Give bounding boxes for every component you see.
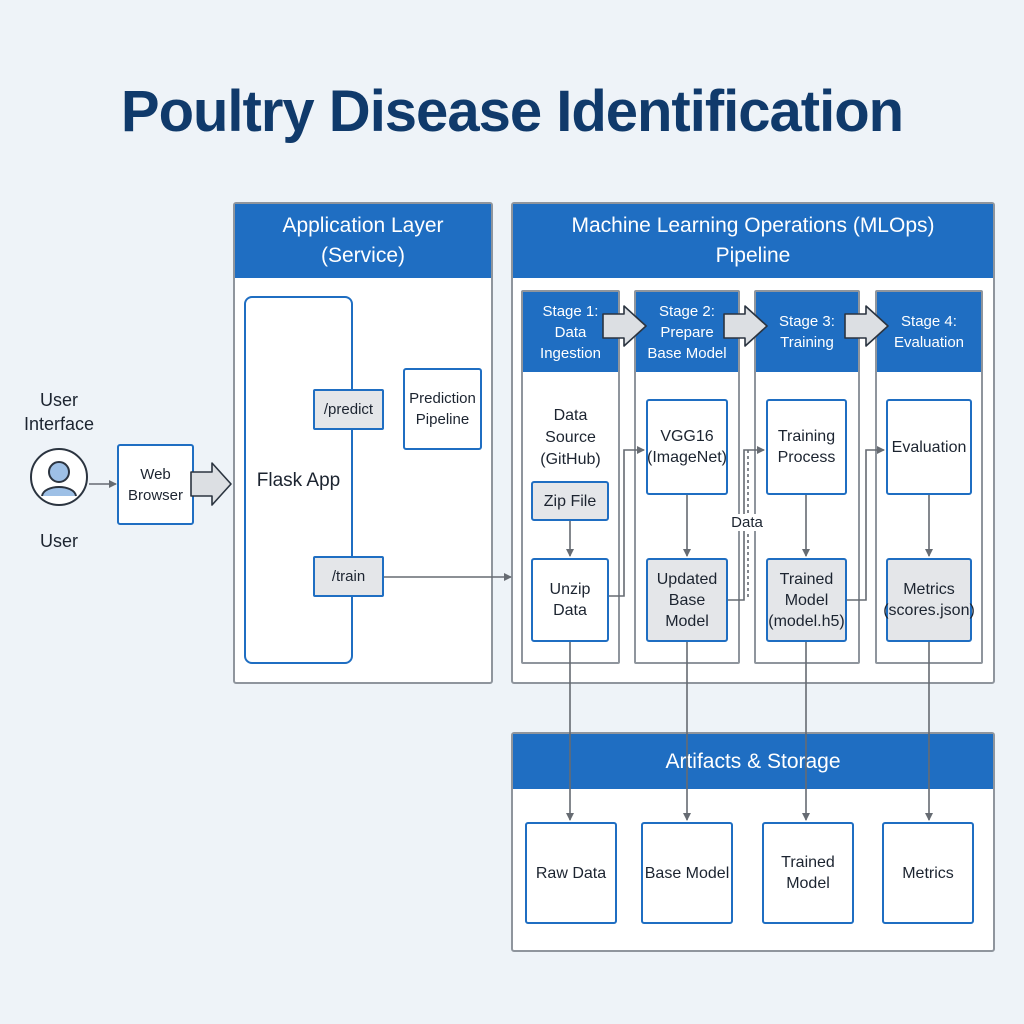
stage-4-header: Stage 4: Evaluation: [877, 292, 981, 372]
stage2-to-stage3-block-arrow: [723, 305, 768, 347]
flask-app-box[interactable]: Flask App: [244, 296, 353, 664]
stage3-to-stage4-block-arrow: [844, 305, 889, 347]
vgg16-box[interactable]: VGG16 (ImageNet): [646, 399, 728, 495]
evaluation-box[interactable]: Evaluation: [886, 399, 972, 495]
train-route[interactable]: /train: [313, 556, 384, 597]
user-label: User: [39, 531, 78, 551]
predict-route[interactable]: /predict: [313, 389, 384, 430]
stage-1-header: Stage 1: Data Ingestion: [523, 292, 618, 372]
unzip-data-box[interactable]: Unzip Data: [531, 558, 609, 642]
unzip-to-vgg-wire: [609, 446, 645, 597]
artifact-trained-model[interactable]: Trained Model: [762, 822, 854, 924]
trained-model-box[interactable]: Trained Model (model.h5): [766, 558, 847, 642]
prediction-pipeline-box[interactable]: Prediction Pipeline: [403, 368, 482, 450]
training-process-box[interactable]: Training Process: [766, 399, 847, 495]
stage1-to-stage2-block-arrow: [602, 305, 647, 347]
metrics-scores-box[interactable]: Metrics (scores.json): [883, 558, 975, 642]
model-to-evaluation-wire: [847, 446, 885, 601]
user-avatar-icon: [29, 447, 89, 507]
stage-3-header: Stage 3: Training: [756, 292, 858, 372]
updated-base-model-box[interactable]: Updated Base Model: [646, 558, 728, 642]
browser-to-flask-block-arrow: [190, 462, 232, 506]
artifact-metrics[interactable]: Metrics: [882, 822, 974, 924]
stage-2-header: Stage 2: Prepare Base Model: [636, 292, 738, 372]
artifact-raw-data[interactable]: Raw Data: [525, 822, 617, 924]
data-flow-label: Data: [730, 514, 764, 531]
data-source-label: Data Source (GitHub): [540, 407, 601, 468]
mlops-header: Machine Learning Operations (MLOps) Pipe…: [513, 204, 993, 278]
zip-file-box[interactable]: Zip File: [531, 481, 609, 521]
application-layer-header: Application Layer (Service): [235, 204, 491, 278]
artifacts-header: Artifacts & Storage: [513, 734, 993, 789]
user-interface-label: User Interface: [23, 390, 95, 434]
diagram-title: Poultry Disease Identification: [120, 79, 904, 144]
artifact-base-model[interactable]: Base Model: [641, 822, 733, 924]
